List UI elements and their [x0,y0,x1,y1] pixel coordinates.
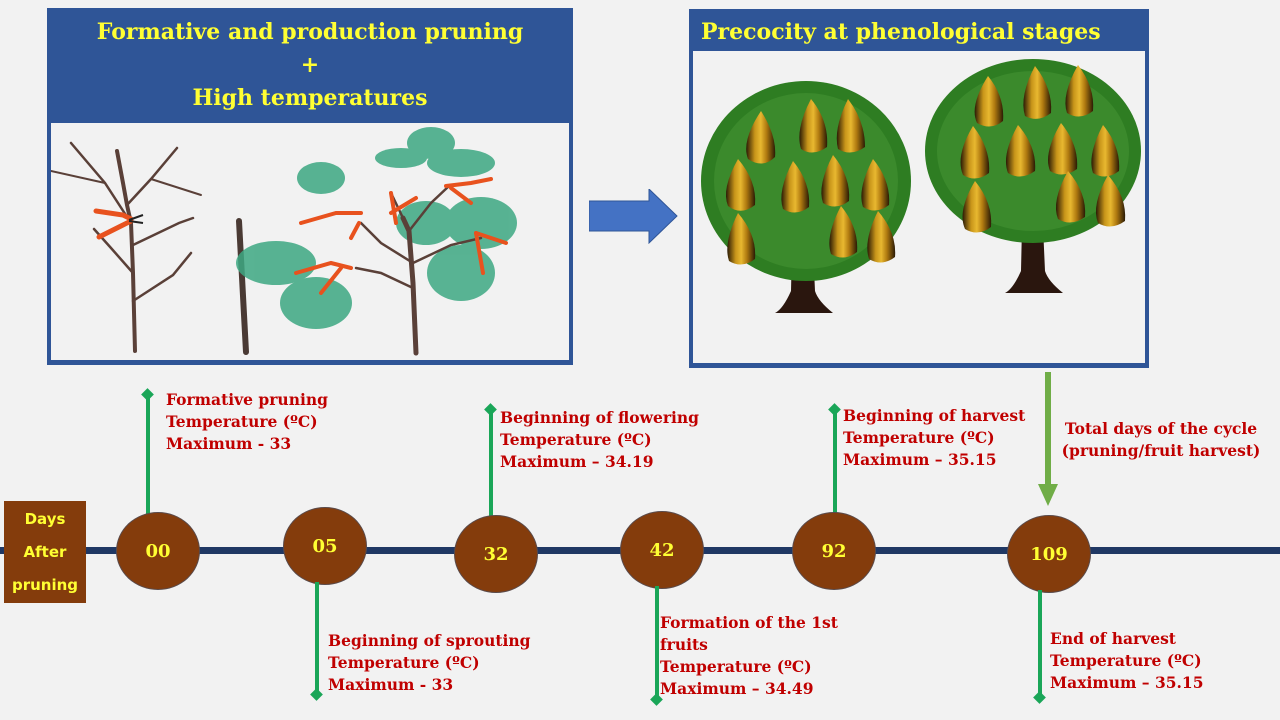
bare-tree-icon [51,141,202,353]
stage-max-temp: Maximum – 35.15 [843,450,997,469]
stage-stem [655,586,659,698]
stage-max-temp: Maximum - 33 [328,675,454,694]
cutting-stick-icon [236,218,249,355]
right-arrow-icon [589,189,679,244]
stage-node: 92 [792,512,876,590]
stage-node: 05 [283,507,367,585]
axis-label-line: pruning [11,575,79,594]
stage-temp-label: Temperature (ºC) [843,428,995,447]
stage-label: End of harvest Temperature (ºC) Maximum … [1050,628,1203,694]
pruning-panel-title: Formative and production pruning + High … [47,16,573,115]
stage-title: Beginning of flowering [500,408,699,427]
stage-title: End of harvest [1050,629,1176,648]
stage-node: 00 [116,512,200,590]
fig-trees-illustration [693,51,1145,363]
stage-node: 109 [1007,515,1091,593]
stage-label: Beginning of harvest Temperature (ºC) Ma… [843,405,1025,471]
stage-max-temp: Maximum – 34.19 [500,452,654,471]
stage-label: Formative pruning Temperature (ºC) Maxim… [166,389,328,455]
stage-temp-label: Temperature (ºC) [1050,651,1202,670]
stage-title: Beginning of sprouting [328,631,531,650]
axis-label-line: Days [24,510,66,529]
days-after-pruning-label: Days After pruning [4,501,86,603]
precocity-panel: Precocity at phenological stages [689,9,1149,368]
stage-title: Formative pruning [166,390,328,409]
total-cycle-arrow-icon [1036,372,1060,508]
axis-label-line: After [23,542,67,561]
stage-stem [146,395,150,515]
stage-stem [1038,590,1042,695]
stage-title: Beginning of harvest [843,406,1026,425]
pruning-shears-icon [93,208,144,240]
stage-stem [833,410,837,514]
stage-stem [489,410,493,518]
stage-max-temp: Maximum - 33 [166,434,292,453]
stage-label: Beginning of sprouting Temperature (ºC) … [328,630,531,696]
stage-max-temp: Maximum – 35.15 [1050,673,1204,692]
stem-end-marker [141,388,154,401]
stage-temp-label: Temperature (ºC) [166,412,318,431]
total-cycle-label: Total days of the cycle (pruning/fruit h… [1061,419,1261,460]
pruning-panel: Formative and production pruning + High … [47,8,573,365]
title-plus: + [300,52,320,78]
leafy-fig-tree-icon [236,127,517,356]
fig-tree-icon [701,81,911,313]
stem-end-marker [828,403,841,416]
stage-temp-label: Temperature (ºC) [500,430,652,449]
stem-end-marker [484,403,497,416]
stage-stem [315,582,319,692]
title-line-1: Formative and production pruning [96,19,524,45]
stage-temp-label: Temperature (ºC) [660,657,812,676]
stage-node: 32 [454,515,538,593]
title-line-2: High temperatures [192,85,428,111]
stage-title: Formation of the 1st [660,613,838,632]
stem-end-marker [1033,691,1046,704]
precocity-panel-title: Precocity at phenological stages [701,19,1101,45]
stage-label: Beginning of flowering Temperature (ºC) … [500,407,699,473]
stage-max-temp: Maximum – 34.49 [660,679,814,698]
fig-tree-icon [925,59,1141,293]
pruning-illustration [51,123,569,360]
stem-end-marker [310,688,323,701]
stage-title: fruits [660,635,708,654]
stage-label: Formation of the 1st fruits Temperature … [660,612,838,700]
stage-temp-label: Temperature (ºC) [328,653,480,672]
stage-node: 42 [620,511,704,589]
